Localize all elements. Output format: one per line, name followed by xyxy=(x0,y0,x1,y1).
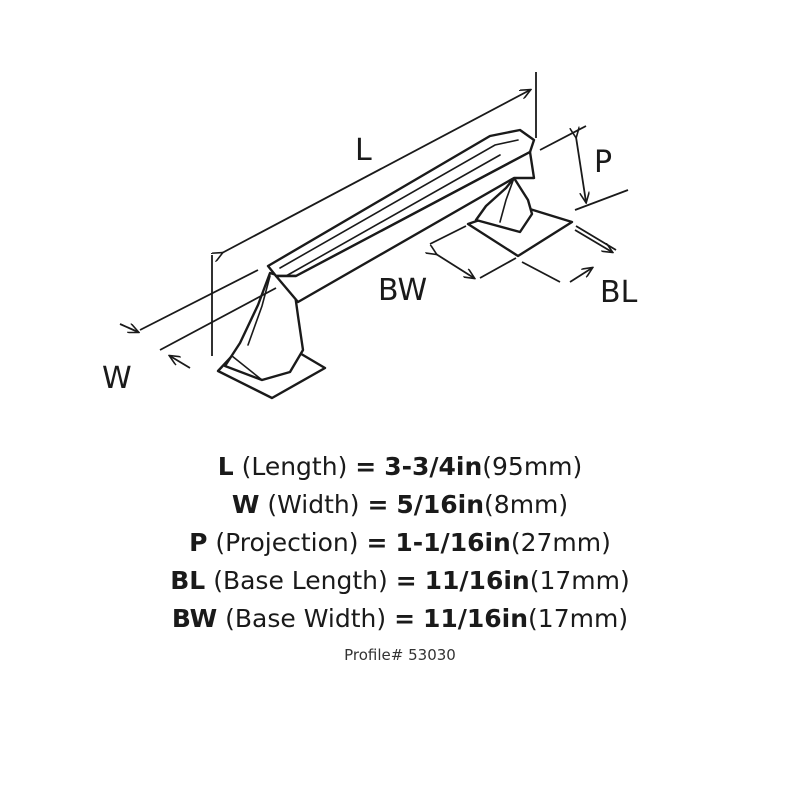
spec-name: (Length) xyxy=(241,452,348,481)
spec-name: (Width) xyxy=(267,490,360,519)
profile-number: Profile# 53030 xyxy=(344,646,456,664)
base-length-dimension xyxy=(521,225,617,283)
base-width-dimension xyxy=(429,225,517,279)
spec-width: W (Width) = 5/16in(8mm) xyxy=(0,486,800,524)
spec-equals: = xyxy=(394,604,416,633)
width-arrow-lower xyxy=(170,356,191,369)
length-dimension xyxy=(212,72,537,356)
base-length-arrow-left xyxy=(569,268,592,283)
spec-abbr: BW xyxy=(171,604,218,633)
bar-groove-line xyxy=(285,154,501,277)
width-extension-upper xyxy=(139,269,259,331)
spec-imperial: 11/16in xyxy=(424,566,530,595)
base-length-label: BL xyxy=(600,275,638,310)
spec-equals: = xyxy=(355,452,377,481)
width-arrow-upper xyxy=(119,323,138,332)
spec-projection: P (Projection) = 1-1/16in(27mm) xyxy=(0,524,800,562)
pull-handle-diagram: L P W BW BL xyxy=(102,72,638,400)
spec-name: (Base Length) xyxy=(213,566,388,595)
base-width-extension-left xyxy=(429,225,467,245)
spec-imperial: 1-1/16in xyxy=(395,528,511,557)
spec-equals: = xyxy=(395,566,417,595)
left-base-edge xyxy=(231,355,263,381)
length-arrow xyxy=(222,90,530,253)
spec-name: (Base Width) xyxy=(225,604,387,633)
spec-metric: (8mm) xyxy=(484,490,569,519)
projection-extension-top xyxy=(539,125,587,151)
spec-name: (Projection) xyxy=(215,528,359,557)
base-length-extension-left xyxy=(521,261,561,283)
width-label: W xyxy=(102,361,132,396)
projection-extension-bottom xyxy=(574,189,629,211)
base-length-arrow-right xyxy=(574,229,612,252)
handle-outline xyxy=(216,128,574,400)
spec-abbr: W xyxy=(231,490,260,519)
spec-equals: = xyxy=(366,528,388,557)
projection-arrow xyxy=(576,137,586,202)
spec-length: L (Length) = 3-3/4in(95mm) xyxy=(0,448,800,486)
specifications-list: L (Length) = 3-3/4in(95mm) W (Width) = 5… xyxy=(0,448,800,664)
projection-dimension xyxy=(539,125,629,211)
base-length-extension-right xyxy=(575,225,617,251)
spec-metric: (17mm) xyxy=(529,566,630,595)
spec-abbr: BL xyxy=(170,566,206,595)
spec-abbr: L xyxy=(217,452,234,481)
width-dimension xyxy=(119,269,277,369)
spec-imperial: 5/16in xyxy=(396,490,485,519)
length-label: L xyxy=(355,133,372,168)
base-width-extension-right xyxy=(479,257,517,279)
spec-imperial: 11/16in xyxy=(422,604,529,633)
spec-metric: (27mm) xyxy=(510,528,611,557)
spec-metric: (95mm) xyxy=(482,452,583,481)
left-post-edge xyxy=(247,275,271,346)
spec-abbr: P xyxy=(189,528,208,557)
base-width-arrow xyxy=(436,254,474,278)
spec-base-width: BW (Base Width) = 11/16in(17mm) xyxy=(0,600,800,638)
spec-base-length: BL (Base Length) = 11/16in(17mm) xyxy=(0,562,800,600)
projection-label: P xyxy=(594,145,612,180)
spec-equals: = xyxy=(367,490,389,519)
width-extension-lower xyxy=(159,287,277,351)
spec-metric: (17mm) xyxy=(528,604,629,633)
spec-imperial: 3-3/4in xyxy=(384,452,483,481)
base-width-label: BW xyxy=(378,273,427,308)
